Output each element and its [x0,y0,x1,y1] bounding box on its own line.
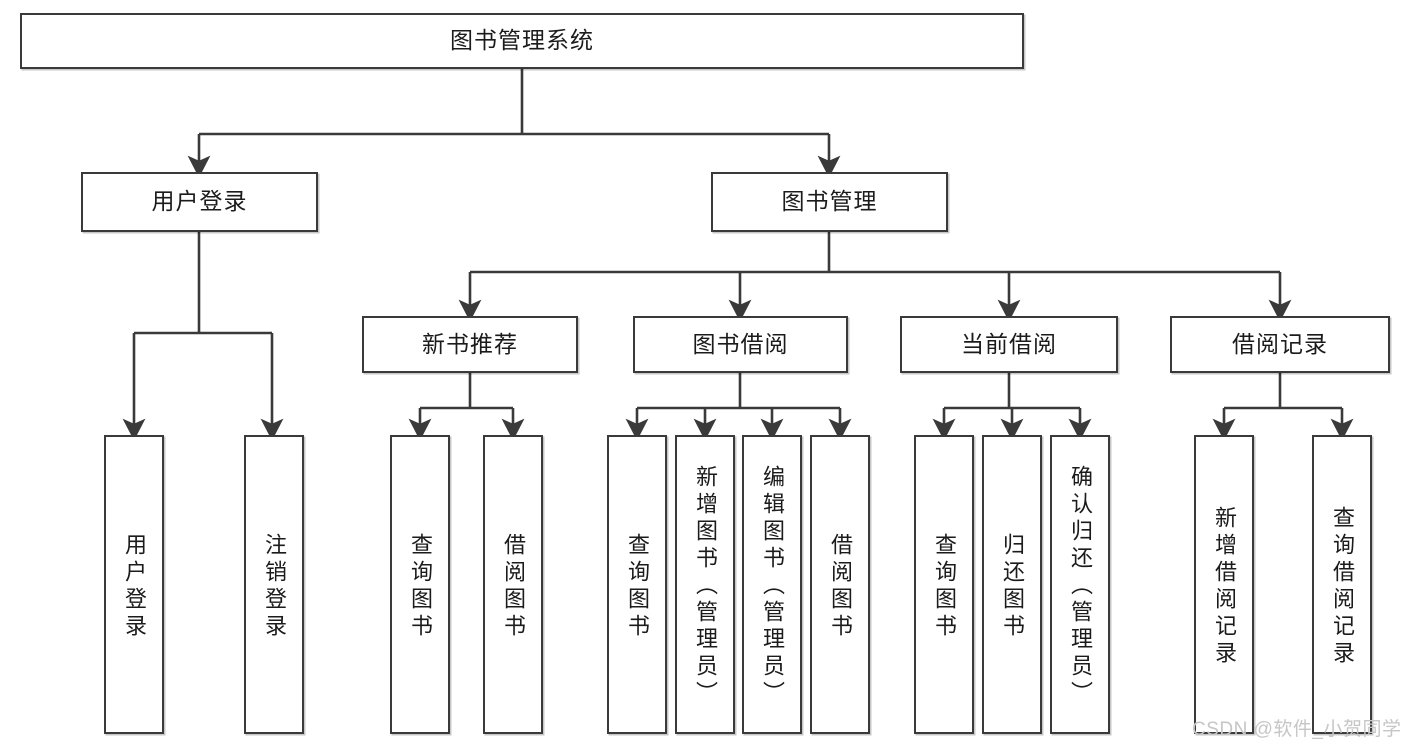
node-label: 用户登录 [151,188,248,215]
node-user-login[interactable]: 用户登录 [81,172,318,232]
node-label: 确认归还（管理员） [1068,465,1093,708]
leaf-new-book-query-books[interactable]: 查询图书 [390,435,450,734]
node-label: 借阅记录 [1232,330,1328,357]
node-label: 图书管理系统 [450,27,594,54]
leaf-current-query-books[interactable]: 查询图书 [914,435,974,734]
watermark: CSDN @软件_小贺同学 [1192,714,1401,741]
leaf-new-book-borrow-books[interactable]: 借阅图书 [483,435,543,734]
leaf-borrow-add-book-admin[interactable]: 新增图书（管理员） [675,435,735,734]
node-borrowing-records[interactable]: 借阅记录 [1170,316,1390,373]
node-label: 查询借阅记录 [1330,505,1355,668]
leaf-user-login-login[interactable]: 用户登录 [104,435,164,734]
node-label: 新书推荐 [422,330,518,357]
leaf-record-add-borrow-record[interactable]: 新增借阅记录 [1194,435,1254,734]
node-current-borrowing[interactable]: 当前借阅 [900,316,1118,373]
leaf-borrow-query-books[interactable]: 查询图书 [607,435,667,734]
node-label: 查询图书 [408,532,433,641]
node-label: 查询图书 [932,532,957,641]
node-label: 查询图书 [625,532,650,641]
node-book-borrowing[interactable]: 图书借阅 [633,316,848,373]
leaf-record-query-borrow-record[interactable]: 查询借阅记录 [1312,435,1372,734]
node-label: 编辑图书（管理员） [760,465,785,708]
node-label: 图书借阅 [692,330,789,357]
leaf-current-confirm-return-admin[interactable]: 确认归还（管理员） [1050,435,1110,734]
node-label: 注销登录 [262,532,287,641]
node-label: 新增图书（管理员） [693,465,718,708]
leaf-borrow-borrow-books[interactable]: 借阅图书 [810,435,870,734]
leaf-current-return-books[interactable]: 归还图书 [982,435,1042,734]
node-label: 用户登录 [122,532,147,641]
node-label: 借阅图书 [501,532,526,641]
watermark-text: CSDN @软件_小贺同学 [1192,719,1402,740]
node-label: 图书管理 [781,188,878,215]
node-label: 借阅图书 [828,532,853,641]
leaf-user-login-logout[interactable]: 注销登录 [244,435,304,734]
node-root-book-management-system[interactable]: 图书管理系统 [20,13,1024,69]
node-label: 当前借阅 [961,330,1057,357]
leaf-borrow-edit-book-admin[interactable]: 编辑图书（管理员） [742,435,802,734]
node-label: 归还图书 [1000,532,1025,641]
node-new-book-recommendation[interactable]: 新书推荐 [362,316,578,373]
node-label: 新增借阅记录 [1212,505,1237,668]
node-book-management[interactable]: 图书管理 [711,172,948,232]
